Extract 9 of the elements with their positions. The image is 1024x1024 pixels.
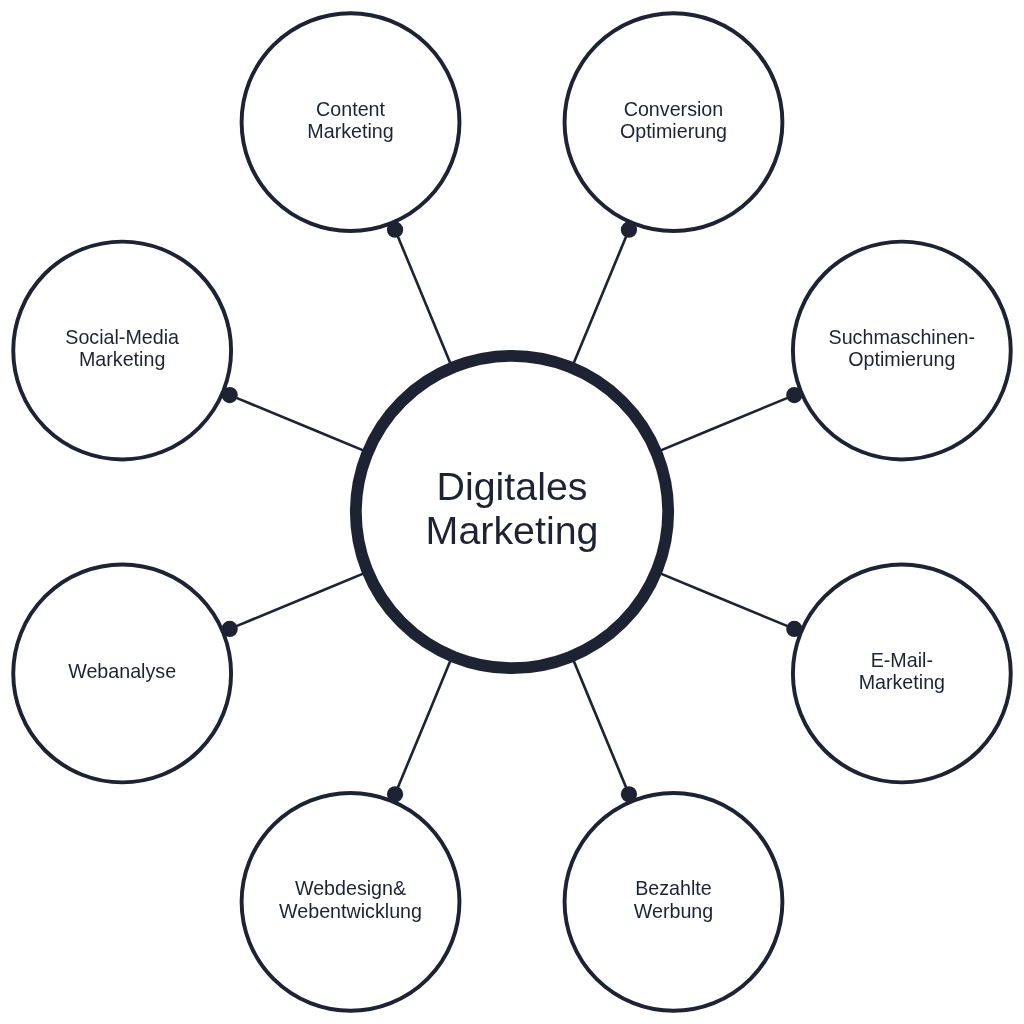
- node-circle: Digitales Marketing: [349, 349, 675, 675]
- node-circle: Webdesign& Webentwicklung: [239, 790, 462, 1013]
- node-circle: Conversion Optimierung: [562, 11, 785, 234]
- node-circle: E-Mail- Marketing: [790, 562, 1013, 785]
- node-circle: Webanalyse: [11, 562, 234, 785]
- node-circle: Bezahlte Werbung: [562, 790, 785, 1013]
- node-circle: Social-Media Marketing: [11, 239, 234, 462]
- node-circle: Suchmaschinen- Optimierung: [790, 239, 1013, 462]
- node-circle: Content Marketing: [239, 11, 462, 234]
